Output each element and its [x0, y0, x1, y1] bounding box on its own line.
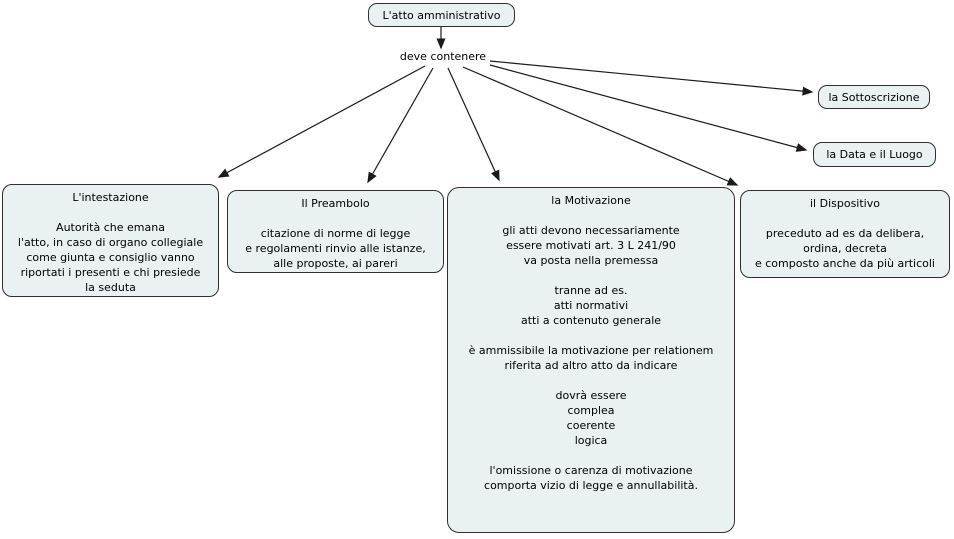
arrow-linking-to-sottoscrizione — [489, 60, 814, 96]
node-preambolo-body: citazione di norme di legge e regolament… — [245, 227, 426, 270]
node-preambolo-title: Il Preambolo — [301, 197, 370, 210]
node-dispositivo: il Dispositivo preceduto ad es da delibe… — [740, 190, 950, 278]
linking-phrase: deve contenere — [395, 50, 491, 63]
arrow-linking-to-data-luogo — [489, 64, 808, 152]
arrow-linking-to-preambolo — [367, 67, 434, 184]
node-preambolo: Il Preambolo citazione di norme di legge… — [227, 190, 444, 273]
arrow-linking-to-intestazione — [217, 65, 426, 178]
linking-phrase-label: deve contenere — [399, 50, 487, 63]
arrow-linking-to-motivazione — [447, 67, 500, 182]
node-dispositivo-title: il Dispositivo — [810, 197, 880, 210]
node-motivazione-body: gli atti devono necessariamente essere m… — [468, 224, 714, 492]
node-root: L'atto amministrativo — [368, 3, 515, 27]
node-sottoscrizione: la Sottoscrizione — [818, 85, 930, 109]
node-dispositivo-body: preceduto ad es da delibera, ordina, dec… — [755, 227, 935, 270]
node-data-luogo: la Data e il Luogo — [813, 142, 936, 167]
node-root-label: L'atto amministrativo — [382, 8, 501, 22]
node-motivazione: la Motivazione gli atti devono necessari… — [447, 187, 735, 533]
node-intestazione-title: L'intestazione — [72, 191, 149, 204]
node-motivazione-title: la Motivazione — [551, 194, 631, 207]
arrow-linking-to-dispositivo — [462, 66, 739, 186]
node-data-luogo-label: la Data e il Luogo — [826, 148, 923, 161]
node-intestazione: L'intestazione Autorità che emana l'atto… — [2, 184, 219, 297]
node-intestazione-body: Autorità che emana l'atto, in caso di or… — [17, 221, 204, 294]
node-sottoscrizione-label: la Sottoscrizione — [828, 90, 920, 104]
